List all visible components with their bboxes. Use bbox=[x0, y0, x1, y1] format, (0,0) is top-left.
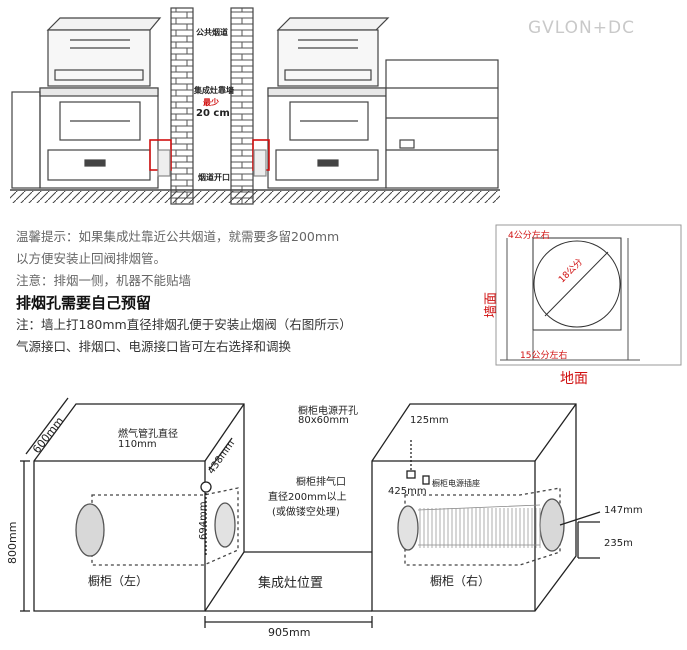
gas-hole-title: 燃气管孔直径 bbox=[118, 429, 178, 440]
exhaust-size: 直径200mm以上 bbox=[268, 492, 347, 503]
exhaust-title: 橱柜排气口 bbox=[296, 477, 346, 488]
at-least-label: 最少 bbox=[203, 98, 219, 107]
stove-position-label: 集成灶位置 bbox=[258, 576, 324, 591]
dim-235: 235m bbox=[604, 538, 633, 549]
brand-logo: GVLON+DC bbox=[528, 18, 635, 38]
dim-147: 147mm bbox=[604, 505, 643, 516]
gap-width-dimension: 905mm bbox=[268, 626, 311, 639]
wall-face-label: 墙面 bbox=[484, 291, 499, 318]
power-hole-size: 80x60mm bbox=[298, 415, 349, 426]
socket-label: 橱柜电源插座 bbox=[432, 479, 480, 488]
gap-label: 20 cm bbox=[196, 108, 230, 119]
floor-label: 地面 bbox=[560, 371, 588, 387]
cabinet-layout-drawing bbox=[20, 397, 601, 628]
power-hole-title: 橱柜电源开孔 bbox=[298, 406, 358, 417]
gas-hole-size: 110mm bbox=[118, 439, 157, 450]
exhaust-note: (或做镂空处理) bbox=[272, 507, 340, 518]
cabinet-left-label: 橱柜（左） bbox=[88, 574, 149, 588]
height-dimension: 800mm bbox=[6, 521, 19, 564]
dim-694: 694mm bbox=[198, 501, 209, 540]
tip-line-2: 以方便安装止回阀排烟管。 bbox=[16, 251, 167, 266]
public-flue-label: 公共烟道 bbox=[196, 28, 228, 37]
note-line-b: 气源接口、排烟口、电源接口皆可左右选择和调换 bbox=[16, 339, 292, 354]
top-kitchen-drawing bbox=[10, 7, 500, 205]
top-margin-label: 4公分左右 bbox=[508, 231, 550, 241]
note-line-a: 注：墙上打180mm直径排烟孔便于安装止烟阀（右图所示） bbox=[16, 317, 352, 332]
brick-wall-right bbox=[230, 7, 254, 205]
dim-425: 425mm bbox=[388, 486, 427, 497]
tip-line-1: 温馨提示：如果集成灶靠近公共烟道，就需要多留200mm bbox=[16, 229, 340, 244]
flue-opening-label: 烟道开口 bbox=[198, 173, 230, 182]
cabinet-right-label: 橱柜（右） bbox=[430, 574, 491, 588]
dim-125: 125mm bbox=[410, 415, 449, 426]
section-heading: 排烟孔需要自己预留 bbox=[16, 294, 152, 312]
bottom-margin-label: 15公分左右 bbox=[520, 351, 568, 361]
brick-wall-left bbox=[170, 7, 194, 205]
wall-label: 集成灶靠墙 bbox=[194, 86, 234, 95]
attention-line: 注意：排烟一侧，机器不能贴墙 bbox=[16, 273, 192, 288]
flue-hole-drawing bbox=[495, 224, 682, 366]
